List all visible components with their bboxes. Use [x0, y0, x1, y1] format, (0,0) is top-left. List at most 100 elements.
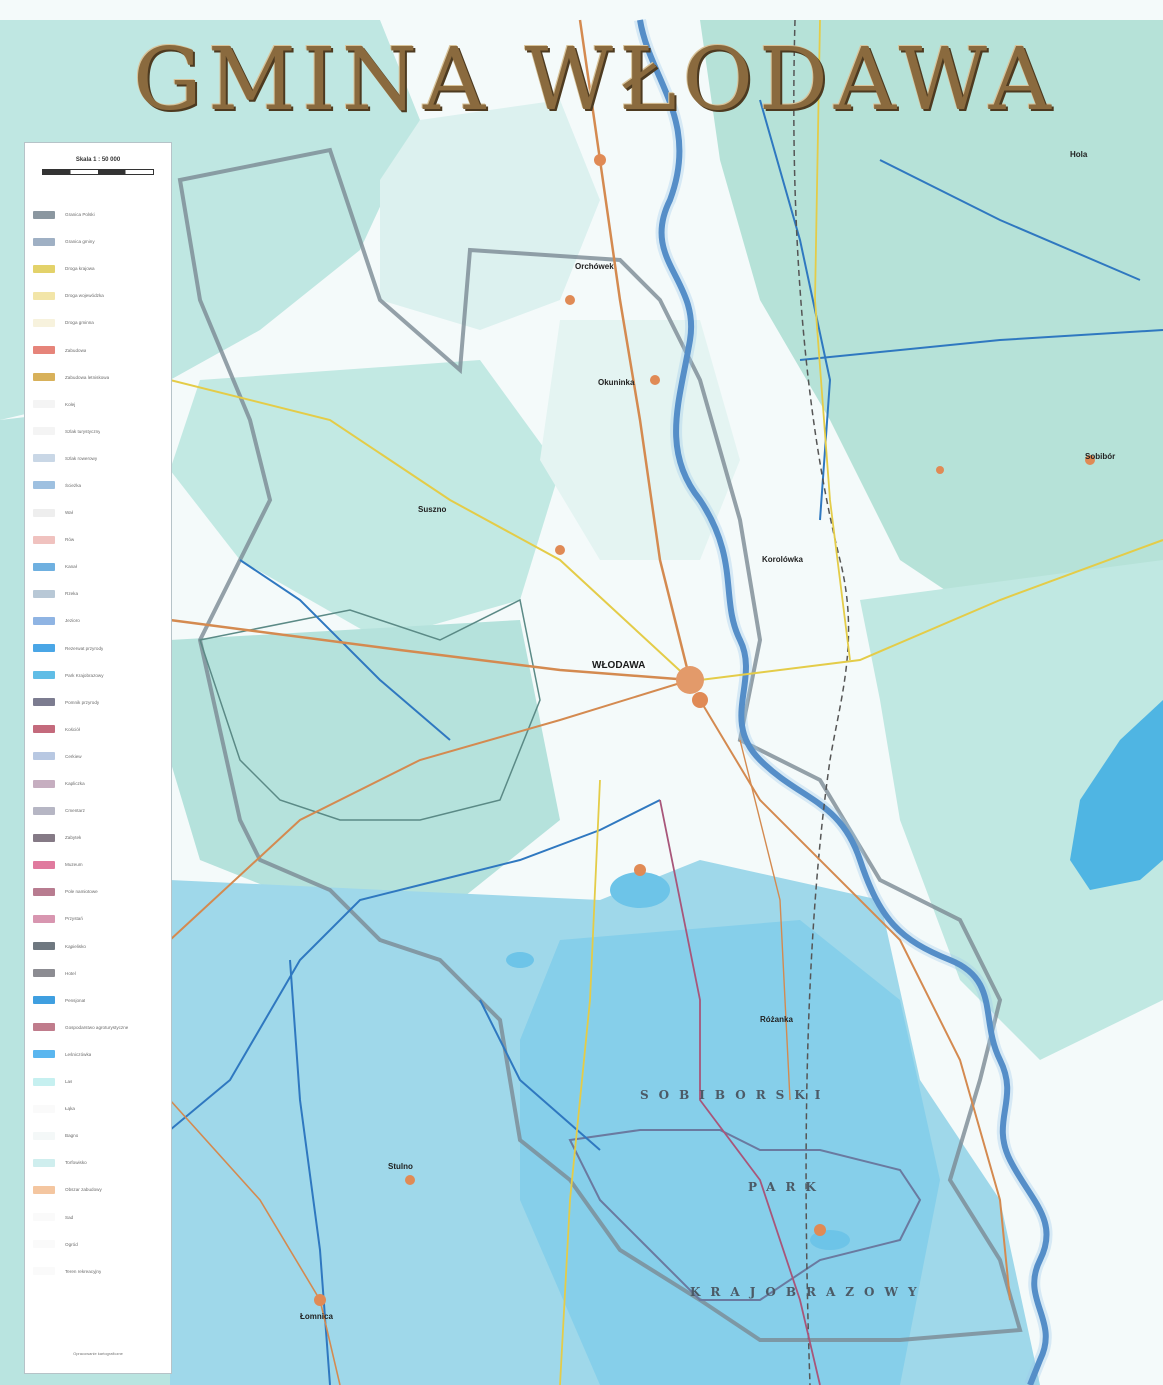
road-main [169, 679, 691, 941]
map-title: GMINA WŁODAWA [133, 30, 1057, 130]
orchard-icon [33, 1213, 55, 1222]
legend-item: Kolej [33, 391, 167, 418]
legend-item-label: Rów [65, 537, 75, 543]
legend-item-label: Kąpielisko [65, 943, 86, 949]
legend-item: Szlak rowerowy [33, 445, 167, 472]
legend-item-label: Droga gminna [65, 320, 94, 326]
church-icon [33, 779, 55, 788]
building-icon [33, 346, 55, 355]
legend-item-label: Muzeum [65, 862, 83, 868]
reserve-icon [33, 644, 55, 653]
road-secondary [559, 779, 601, 1385]
legend-item: Pole namiotowe [33, 878, 167, 905]
forest-district-boundary [199, 598, 541, 821]
forest-area [520, 920, 940, 1385]
road-icon [33, 291, 55, 300]
marsh-icon [33, 1158, 55, 1167]
roads [169, 19, 1163, 1385]
water-icon [33, 562, 55, 571]
garden-icon [33, 1240, 55, 1249]
cemetery-icon [33, 806, 55, 815]
trail-icon [33, 454, 55, 463]
settlement-dot [594, 154, 606, 166]
settlement-dot [692, 692, 708, 708]
legend-item: Droga gminna [33, 309, 167, 336]
park-boundary [568, 1129, 922, 1301]
legend-item-label: Przystań [65, 916, 83, 922]
legend-item: Kościół [33, 716, 167, 743]
legend-item: Leśniczówka [33, 1041, 167, 1068]
road-secondary [814, 19, 851, 661]
reserve-icon [33, 671, 55, 680]
legend-item: Granica Polski [33, 201, 167, 228]
legend-item-label: Pole namiotowe [65, 889, 98, 895]
legend-item-label: Zabytek [65, 835, 82, 841]
legend-item-label: Ścieżka [65, 482, 82, 488]
settlement-dot [555, 545, 565, 555]
legend-item: Gospodarstwo agroturystyczne [33, 1014, 167, 1041]
legend-item-label: Szlak rowerowy [65, 455, 98, 461]
legend-item: Granica gminy [33, 228, 167, 255]
settlement-dot [650, 375, 660, 385]
legend-item-label: Obszar zabudowy [65, 1187, 102, 1193]
legend-item-label: Gospodarstwo agroturystyczne [65, 1024, 129, 1030]
legend-item: Bagno [33, 1122, 167, 1149]
place-label: Korolówka [762, 555, 803, 564]
water-icon [33, 589, 55, 598]
trail-icon [33, 481, 55, 490]
legend-item-label: Kościół [65, 726, 80, 732]
legend-item-label: Zabudowa letniskowa [65, 374, 110, 380]
legend-item: Zabudowa [33, 336, 167, 363]
legend-scale-label: Skala 1 : 50 000 [75, 157, 121, 163]
settlements [314, 154, 1095, 1306]
legend-item: Torfowisko [33, 1149, 167, 1176]
lake [506, 952, 534, 968]
legend-item: Kapliczka [33, 770, 167, 797]
place-label: Różanka [760, 1015, 793, 1024]
settlement-dot [565, 295, 575, 305]
boundary-icon [33, 210, 55, 219]
line-icon [33, 508, 55, 517]
legend-item-label: Jezioro [65, 618, 80, 624]
railway-line [793, 19, 850, 1385]
forest-area [170, 360, 560, 640]
railway-icon [33, 400, 55, 409]
town-label-wlodawa: WŁODAWA [590, 660, 648, 671]
meadow-icon [33, 1104, 55, 1113]
legend-item: Szlak turystyczny [33, 418, 167, 445]
legend-item: Muzeum [33, 851, 167, 878]
bug-river [637, 19, 1050, 1385]
legend-item: Rów [33, 526, 167, 553]
boundary-icon [33, 237, 55, 246]
nature-icon [33, 698, 55, 707]
marina-icon [33, 914, 55, 923]
monument-icon [33, 833, 55, 842]
legend-item: Cmentarz [33, 797, 167, 824]
road-icon [33, 264, 55, 273]
forest-area [700, 20, 1163, 640]
legend-item: Cerkiew [33, 743, 167, 770]
stream [879, 159, 1141, 281]
farm-icon [33, 1023, 55, 1032]
place-label: Okuninka [598, 378, 635, 387]
legend-item: Rzeka [33, 580, 167, 607]
road-secondary [169, 379, 691, 681]
legend-item: Ścieżka [33, 472, 167, 499]
place-label: Łomnica [300, 1312, 333, 1321]
church-icon [33, 752, 55, 761]
recreation-icon [33, 1267, 55, 1276]
forest-area [170, 620, 560, 900]
place-label: Stulno [388, 1162, 413, 1171]
road-main [169, 618, 691, 682]
stream [169, 799, 661, 1131]
camp-icon [33, 887, 55, 896]
forest-area [380, 100, 600, 330]
region-label: SOBIBORSKI [640, 1088, 831, 1102]
gmina-boundary [177, 147, 1023, 1342]
region-label: PARK [748, 1180, 826, 1194]
church-icon [33, 725, 55, 734]
